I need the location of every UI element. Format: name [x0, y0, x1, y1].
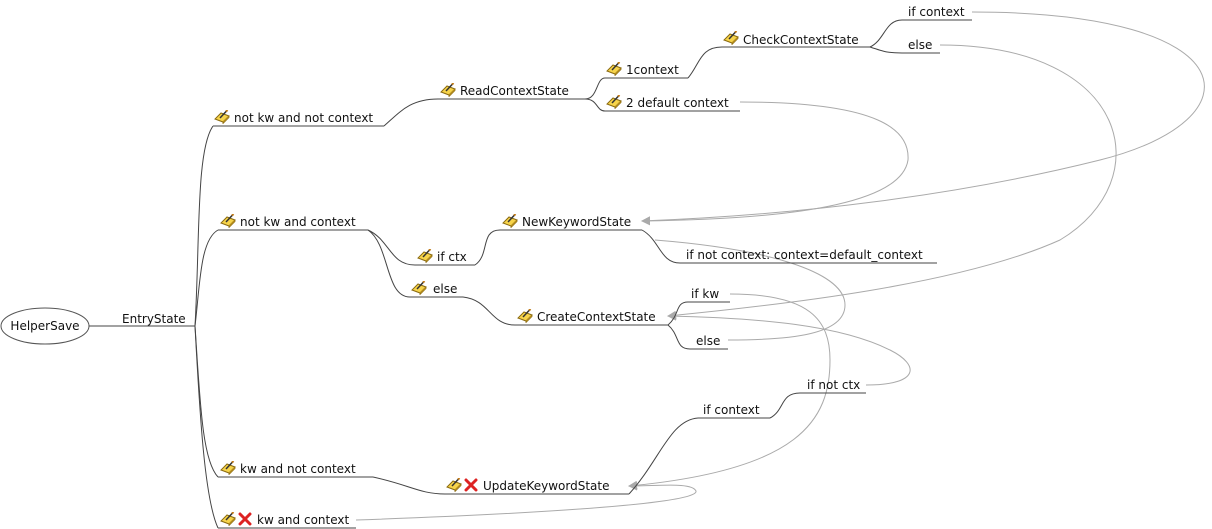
branch-not-kw-and-context[interactable]: not kw and context — [240, 215, 356, 229]
cross-icon — [238, 512, 252, 526]
edge-branch1-readcontext — [383, 98, 439, 127]
edge-else-createcontext — [462, 296, 516, 326]
link-ifnot-context-to-else — [654, 239, 846, 341]
edit-note-icon — [220, 214, 236, 228]
condition-if-not-context-default[interactable]: if not context: context=default_context — [686, 248, 923, 262]
edge-updatekeyword-ifcontext — [628, 417, 699, 495]
edit-note-icon — [411, 281, 427, 295]
condition-2-default-context[interactable]: 2 default context — [626, 96, 729, 110]
condition-if-context-bottom[interactable]: if context — [703, 403, 760, 417]
root-label: HelperSave — [10, 319, 79, 333]
edge-newkeyword-ifnotcontext — [641, 229, 681, 264]
edit-note-icon — [214, 110, 230, 124]
condition-if-kw[interactable]: if kw — [691, 287, 719, 301]
edge-readcontext-2default — [584, 98, 606, 112]
link-default-context-to-newkeyword — [641, 101, 909, 226]
link-if-context-to-newkeyword — [641, 11, 1205, 226]
edge-branch2-else — [367, 229, 411, 298]
condition-if-context-top[interactable]: if context — [908, 5, 965, 19]
edit-note-icon — [440, 83, 456, 97]
link-ifkw-to-updatekeyword — [628, 293, 831, 490]
edit-note-icon — [517, 309, 533, 323]
edge-entry-branch4 — [194, 325, 219, 529]
branch-kw-and-not-context[interactable]: kw and not context — [240, 462, 356, 476]
condition-1context[interactable]: 1context — [626, 63, 679, 77]
edit-note-icon — [606, 95, 622, 109]
edge-branch2-ifctx — [367, 229, 416, 266]
edge-entry-branch3 — [194, 325, 219, 478]
edge-ifctx-newkeyword — [474, 229, 501, 266]
entry-label[interactable]: EntryState — [122, 312, 186, 326]
condition-if-not-ctx[interactable]: if not ctx — [807, 378, 860, 392]
condition-else-mid[interactable]: else — [433, 282, 457, 296]
edge-createcontext-ifkw — [667, 301, 689, 326]
cross-icon — [464, 478, 478, 492]
edit-note-icon — [446, 478, 462, 492]
edge-readcontext-1context — [584, 77, 606, 100]
link-ifnotctx-to-createcontext — [667, 311, 911, 386]
branch-not-kw-not-context[interactable]: not kw and not context — [234, 111, 373, 125]
state-check-context[interactable]: CheckContextState — [743, 33, 859, 47]
edit-note-icon — [220, 512, 236, 526]
link-else-to-createcontext — [667, 44, 1117, 320]
edge-branch3-updatekeyword — [372, 476, 446, 495]
edge-entry-branch2 — [194, 229, 219, 327]
edit-note-icon — [220, 461, 236, 475]
edit-note-icon — [606, 62, 622, 76]
edit-note-icon — [417, 249, 433, 263]
edge-1context-checkcontext — [687, 46, 723, 79]
edge-checkcontext-ifcontext — [869, 19, 903, 48]
condition-if-ctx[interactable]: if ctx — [437, 250, 467, 264]
branch-kw-and-context[interactable]: kw and context — [257, 513, 349, 527]
state-create-context[interactable]: CreateContextState — [537, 310, 656, 324]
edge-createcontext-else — [667, 324, 691, 350]
state-new-keyword[interactable]: NewKeywordState — [522, 215, 631, 229]
condition-else-top[interactable]: else — [908, 38, 932, 52]
edge-ifcontext-ifnotctx — [769, 392, 801, 419]
link-kwcontext-to-updatekeyword — [355, 481, 697, 521]
edge-entry-branch1 — [194, 125, 214, 327]
condition-else-create[interactable]: else — [696, 334, 720, 348]
state-read-context[interactable]: ReadContextState — [460, 84, 569, 98]
state-update-keyword[interactable]: UpdateKeywordState — [483, 479, 609, 493]
edit-note-icon — [723, 31, 739, 45]
edge-checkcontext-else — [869, 46, 903, 54]
edit-note-icon — [502, 214, 518, 228]
